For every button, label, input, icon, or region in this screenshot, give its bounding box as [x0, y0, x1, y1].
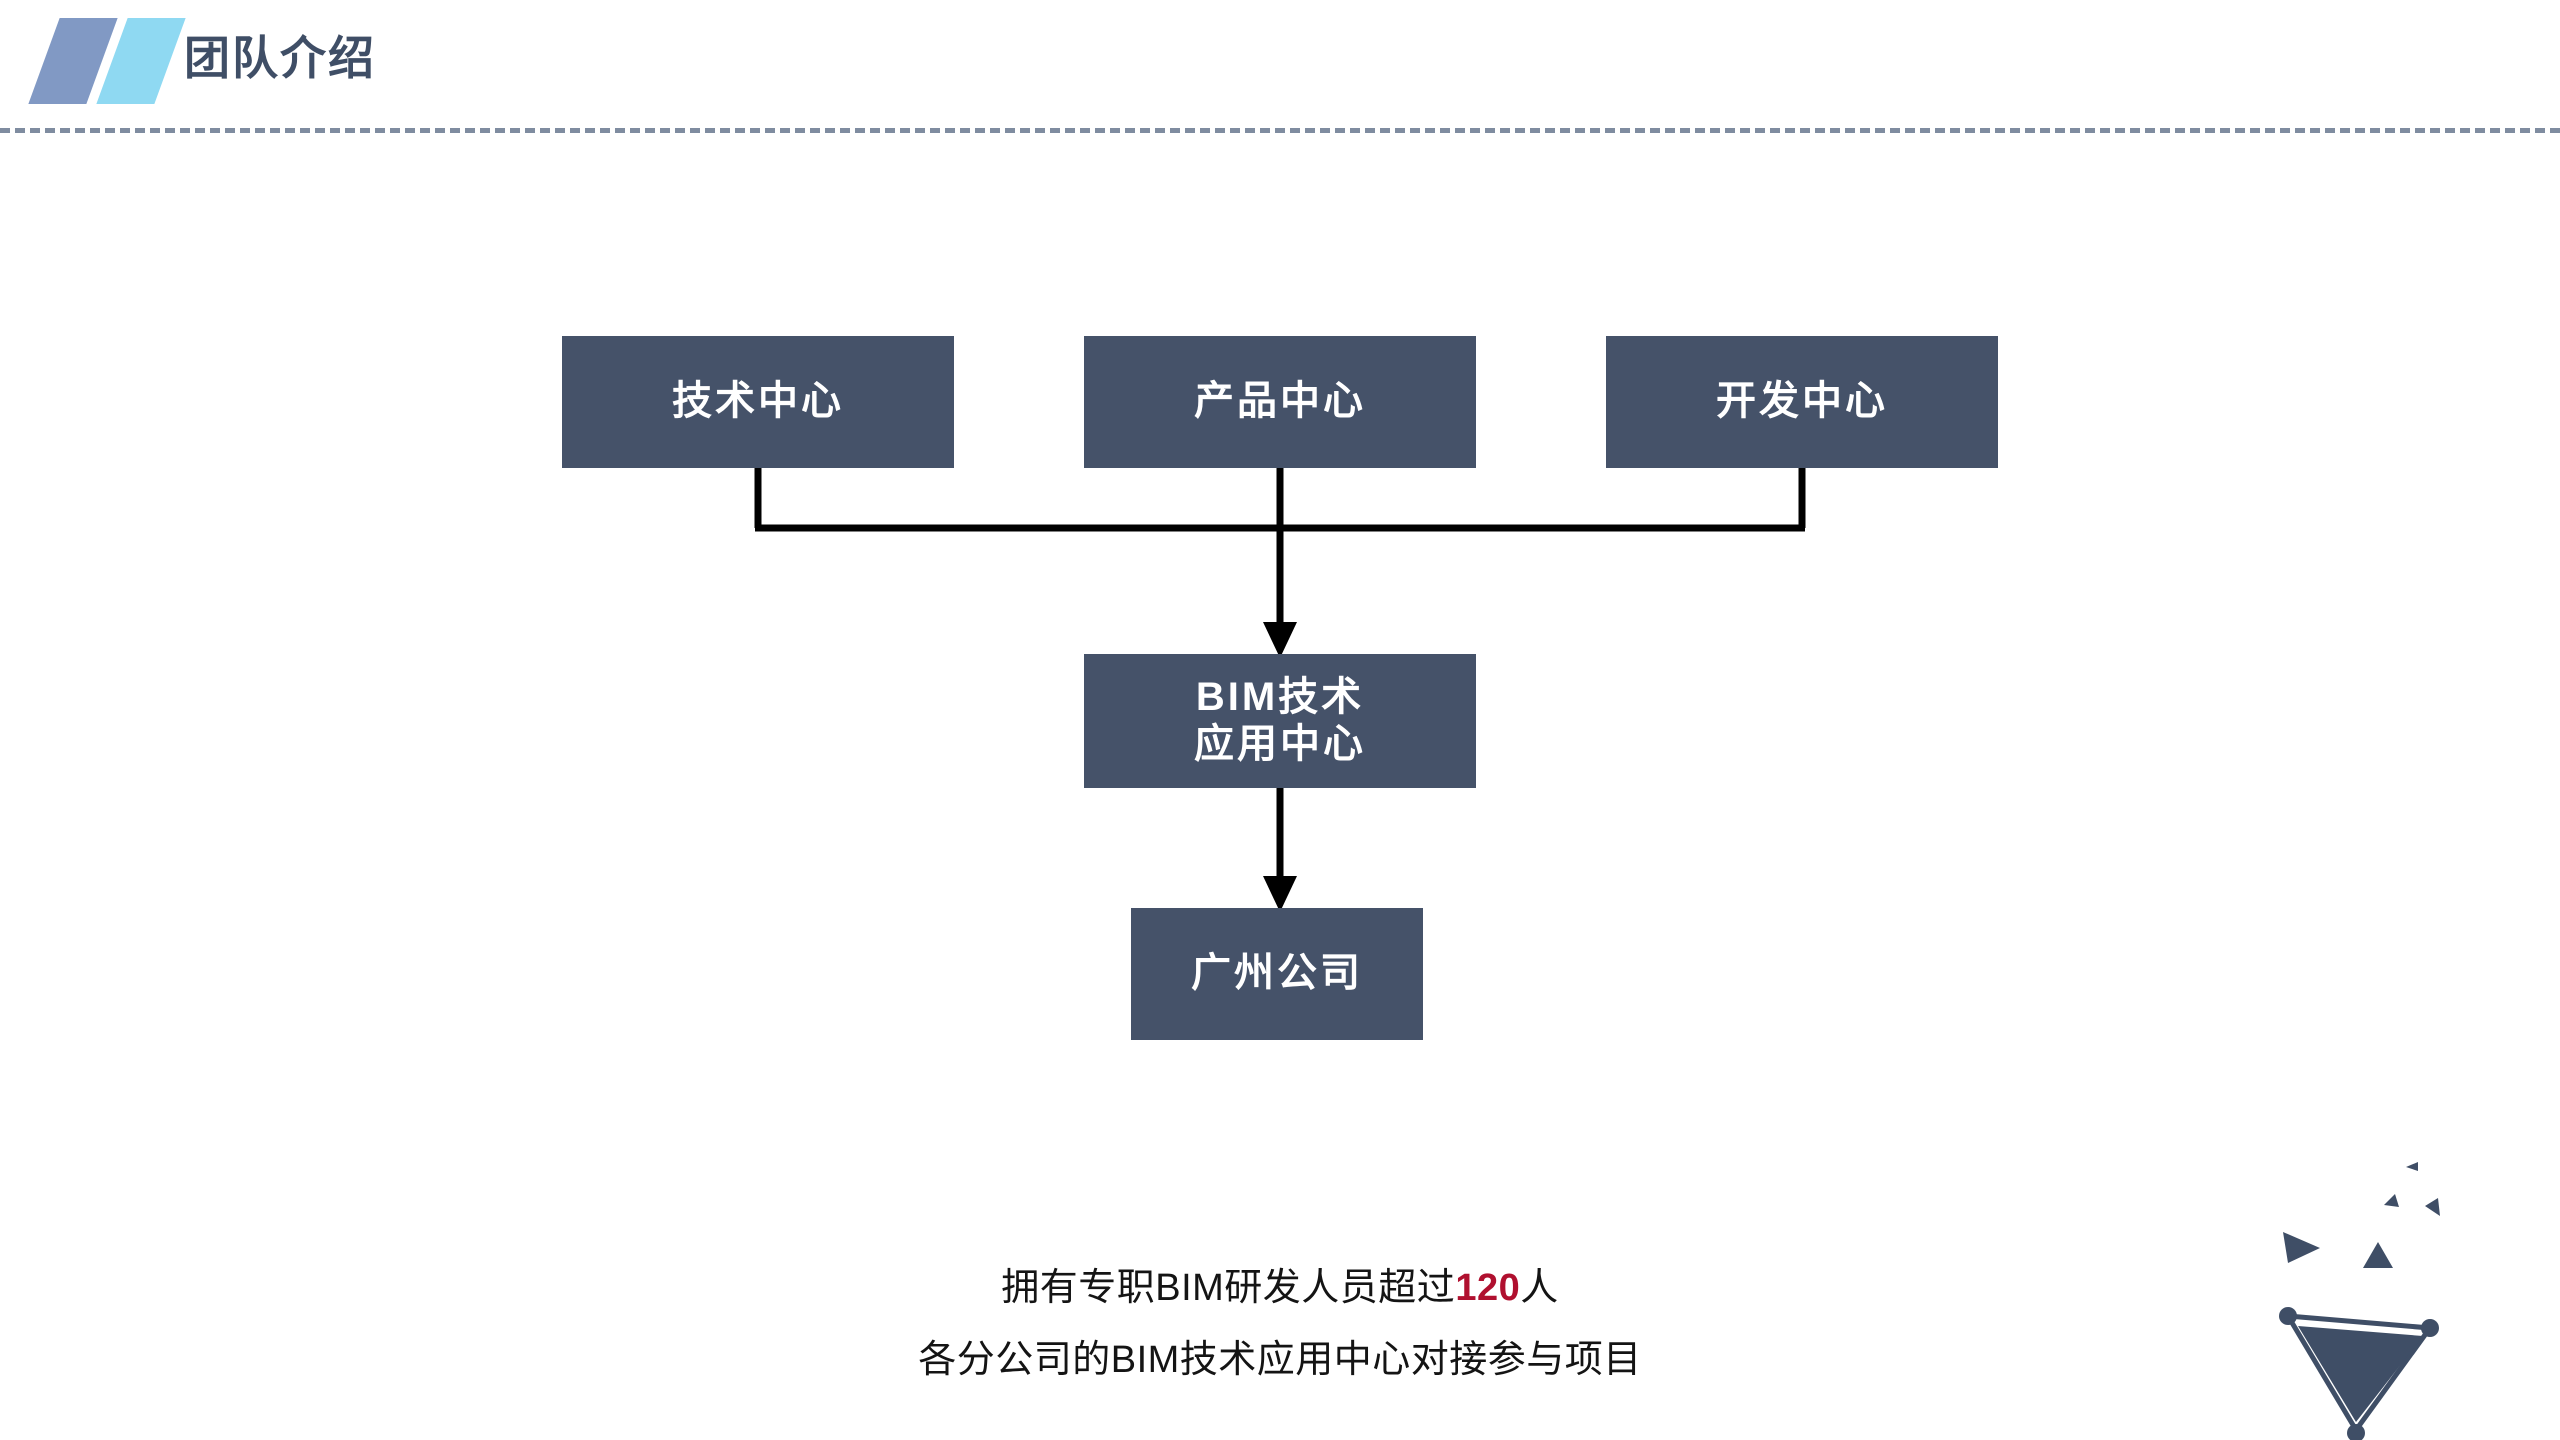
- page-header: 团队介绍: [0, 0, 2560, 133]
- decor-small-triangle-5: [2425, 1198, 2440, 1216]
- caption-line-2: 各分公司的BIM技术应用中心对接参与项目: [918, 1339, 1642, 1381]
- node-bim-application-center[interactable]: BIM技术 应用中心: [1084, 654, 1476, 788]
- arrowhead-to-bim: [1263, 622, 1297, 658]
- node-guangzhou-company[interactable]: 广州公司: [1131, 908, 1423, 1040]
- node-product-center[interactable]: 产品中心: [1084, 336, 1476, 468]
- decor-triangle-outline: [2283, 1313, 2435, 1435]
- decor-small-triangle-2: [2363, 1242, 2393, 1268]
- page-title: 团队介绍: [184, 32, 376, 84]
- decor-small-triangle-3: [2384, 1194, 2399, 1207]
- decor-small-triangle-1: [2283, 1232, 2320, 1263]
- header-divider: [0, 128, 2560, 133]
- decor-small-triangle-4: [2406, 1162, 2418, 1171]
- caption-line-1-suffix: 人: [1520, 1267, 1559, 1309]
- caption-line-1: 拥有专职BIM研发人员超过120人: [0, 1252, 2560, 1324]
- node-development-center[interactable]: 开发中心: [1606, 336, 1998, 468]
- decor-node-dot-3: [2347, 1424, 2365, 1440]
- decor-triangle-filled: [2298, 1326, 2423, 1422]
- decorative-triangles: [2279, 1162, 2440, 1440]
- caption-headcount-number: 120: [1455, 1267, 1521, 1309]
- caption-line-1-prefix: 拥有专职BIM研发人员超过: [1001, 1267, 1456, 1309]
- caption-block: 拥有专职BIM研发人员超过120人 各分公司的BIM技术应用中心对接参与项目: [0, 1252, 2560, 1396]
- node-tech-center[interactable]: 技术中心: [562, 336, 954, 468]
- decor-node-dot-2: [2421, 1319, 2439, 1337]
- decor-node-dot-1: [2279, 1307, 2297, 1325]
- arrowhead-to-gz: [1263, 876, 1297, 912]
